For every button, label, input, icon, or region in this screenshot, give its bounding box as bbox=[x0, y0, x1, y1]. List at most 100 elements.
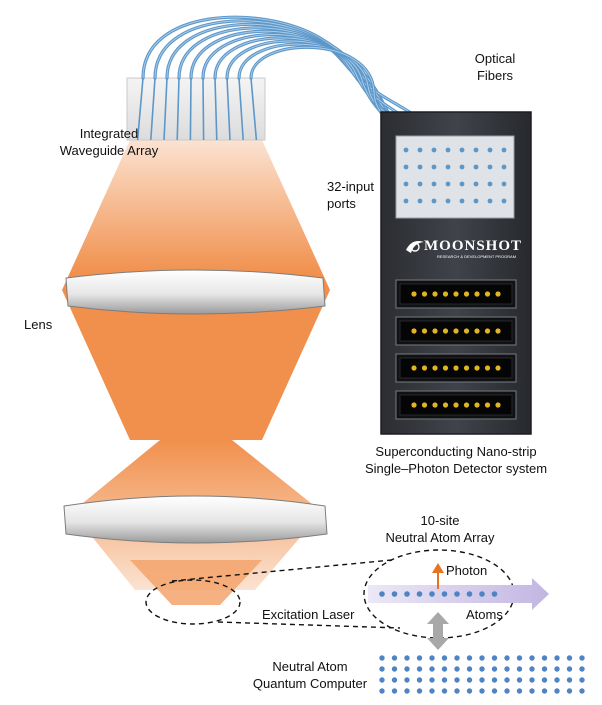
input-port bbox=[403, 147, 409, 153]
grid-atom bbox=[504, 677, 510, 683]
input-ports bbox=[403, 147, 507, 204]
detector-pin bbox=[453, 402, 459, 408]
atom-site bbox=[491, 591, 498, 597]
grid-atom bbox=[466, 666, 473, 672]
beam-focus bbox=[130, 560, 262, 605]
input-port bbox=[473, 198, 479, 204]
input-port bbox=[501, 198, 507, 204]
detector-pin bbox=[411, 365, 417, 371]
input-port bbox=[459, 164, 465, 170]
input-port bbox=[501, 147, 507, 153]
grid-atom bbox=[504, 666, 510, 672]
logo-swoosh-icon bbox=[406, 241, 424, 253]
detector-pin bbox=[442, 402, 449, 408]
input-port bbox=[445, 147, 451, 153]
grid-atom bbox=[429, 677, 435, 683]
detector-pin bbox=[484, 365, 491, 371]
waveguide-channel bbox=[176, 77, 180, 141]
input-port bbox=[501, 181, 507, 187]
detector-pin bbox=[432, 402, 438, 408]
atom-site bbox=[379, 591, 385, 597]
input-port bbox=[431, 164, 437, 170]
atom-site bbox=[416, 591, 423, 597]
input-port bbox=[431, 198, 437, 204]
detector-pin bbox=[474, 291, 480, 297]
input-port bbox=[487, 164, 493, 170]
detector-pin bbox=[463, 291, 470, 297]
grid-atom bbox=[416, 655, 423, 661]
grid-atom bbox=[391, 666, 398, 672]
detector-pin bbox=[474, 328, 480, 334]
logo-name: MOONSHOT bbox=[424, 238, 522, 254]
grid-atom bbox=[466, 688, 473, 694]
input-port bbox=[445, 164, 451, 170]
port-panel bbox=[395, 135, 515, 219]
grid-atom bbox=[529, 655, 535, 661]
detector-pin bbox=[463, 328, 470, 334]
grid-atom bbox=[404, 677, 410, 683]
detector-pin bbox=[432, 291, 438, 297]
waveguide-channel bbox=[136, 77, 144, 141]
atom-site bbox=[466, 591, 473, 597]
grid-atom bbox=[541, 666, 548, 672]
detector-pin bbox=[421, 402, 428, 408]
grid-atom bbox=[491, 688, 498, 694]
grid-atom bbox=[416, 677, 423, 683]
detector-pin bbox=[442, 291, 449, 297]
input-port bbox=[459, 181, 465, 187]
grid-atom bbox=[416, 666, 423, 672]
zoom-source-ellipse bbox=[145, 579, 241, 625]
grid-atom bbox=[579, 677, 585, 683]
grid-atom bbox=[479, 666, 485, 672]
input-port bbox=[487, 198, 493, 204]
detector-pin bbox=[463, 365, 470, 371]
grid-atom bbox=[429, 688, 435, 694]
grid-atom bbox=[404, 688, 410, 694]
grid-atom bbox=[579, 666, 585, 672]
detector-pin bbox=[463, 402, 470, 408]
detector-pin bbox=[453, 291, 459, 297]
grid-atom bbox=[516, 655, 523, 661]
detector-pin bbox=[453, 365, 459, 371]
optical-fibers bbox=[136, 15, 501, 204]
grid-atom bbox=[529, 688, 535, 694]
grid-atom bbox=[479, 688, 485, 694]
grid-atom bbox=[404, 666, 410, 672]
label-atoms: Atoms bbox=[466, 607, 503, 622]
detector-pin bbox=[442, 328, 449, 334]
grid-atom bbox=[454, 677, 460, 683]
detector-pin bbox=[495, 365, 501, 371]
input-port bbox=[473, 164, 479, 170]
grid-atom bbox=[491, 666, 498, 672]
input-port bbox=[445, 181, 451, 187]
grid-atom bbox=[454, 688, 460, 694]
waveguide-channel bbox=[226, 77, 231, 141]
atom-site bbox=[404, 591, 410, 597]
detector-pin bbox=[421, 328, 428, 334]
grid-atom bbox=[441, 688, 448, 694]
detector-modules bbox=[395, 279, 517, 420]
grid-atom bbox=[429, 655, 435, 661]
grid-atom bbox=[391, 655, 398, 661]
input-port bbox=[487, 181, 493, 187]
detector-pin bbox=[432, 328, 438, 334]
grid-atom bbox=[441, 677, 448, 683]
grid-atom bbox=[391, 688, 398, 694]
grid-atom bbox=[516, 688, 523, 694]
logo-tagline: RESEARCH & DEVELOPMENT PROGRAM bbox=[437, 254, 516, 259]
grid-atom bbox=[441, 655, 448, 661]
grid-atom bbox=[429, 666, 435, 672]
grid-atom bbox=[541, 688, 548, 694]
quantum-computer-atoms bbox=[379, 655, 585, 694]
grid-atom bbox=[454, 666, 460, 672]
atom-site bbox=[391, 591, 398, 597]
input-port bbox=[501, 164, 507, 170]
label-lens: Lens bbox=[24, 317, 53, 332]
detector-pin bbox=[495, 291, 501, 297]
grid-atom bbox=[404, 655, 410, 661]
detector-pin bbox=[484, 328, 491, 334]
